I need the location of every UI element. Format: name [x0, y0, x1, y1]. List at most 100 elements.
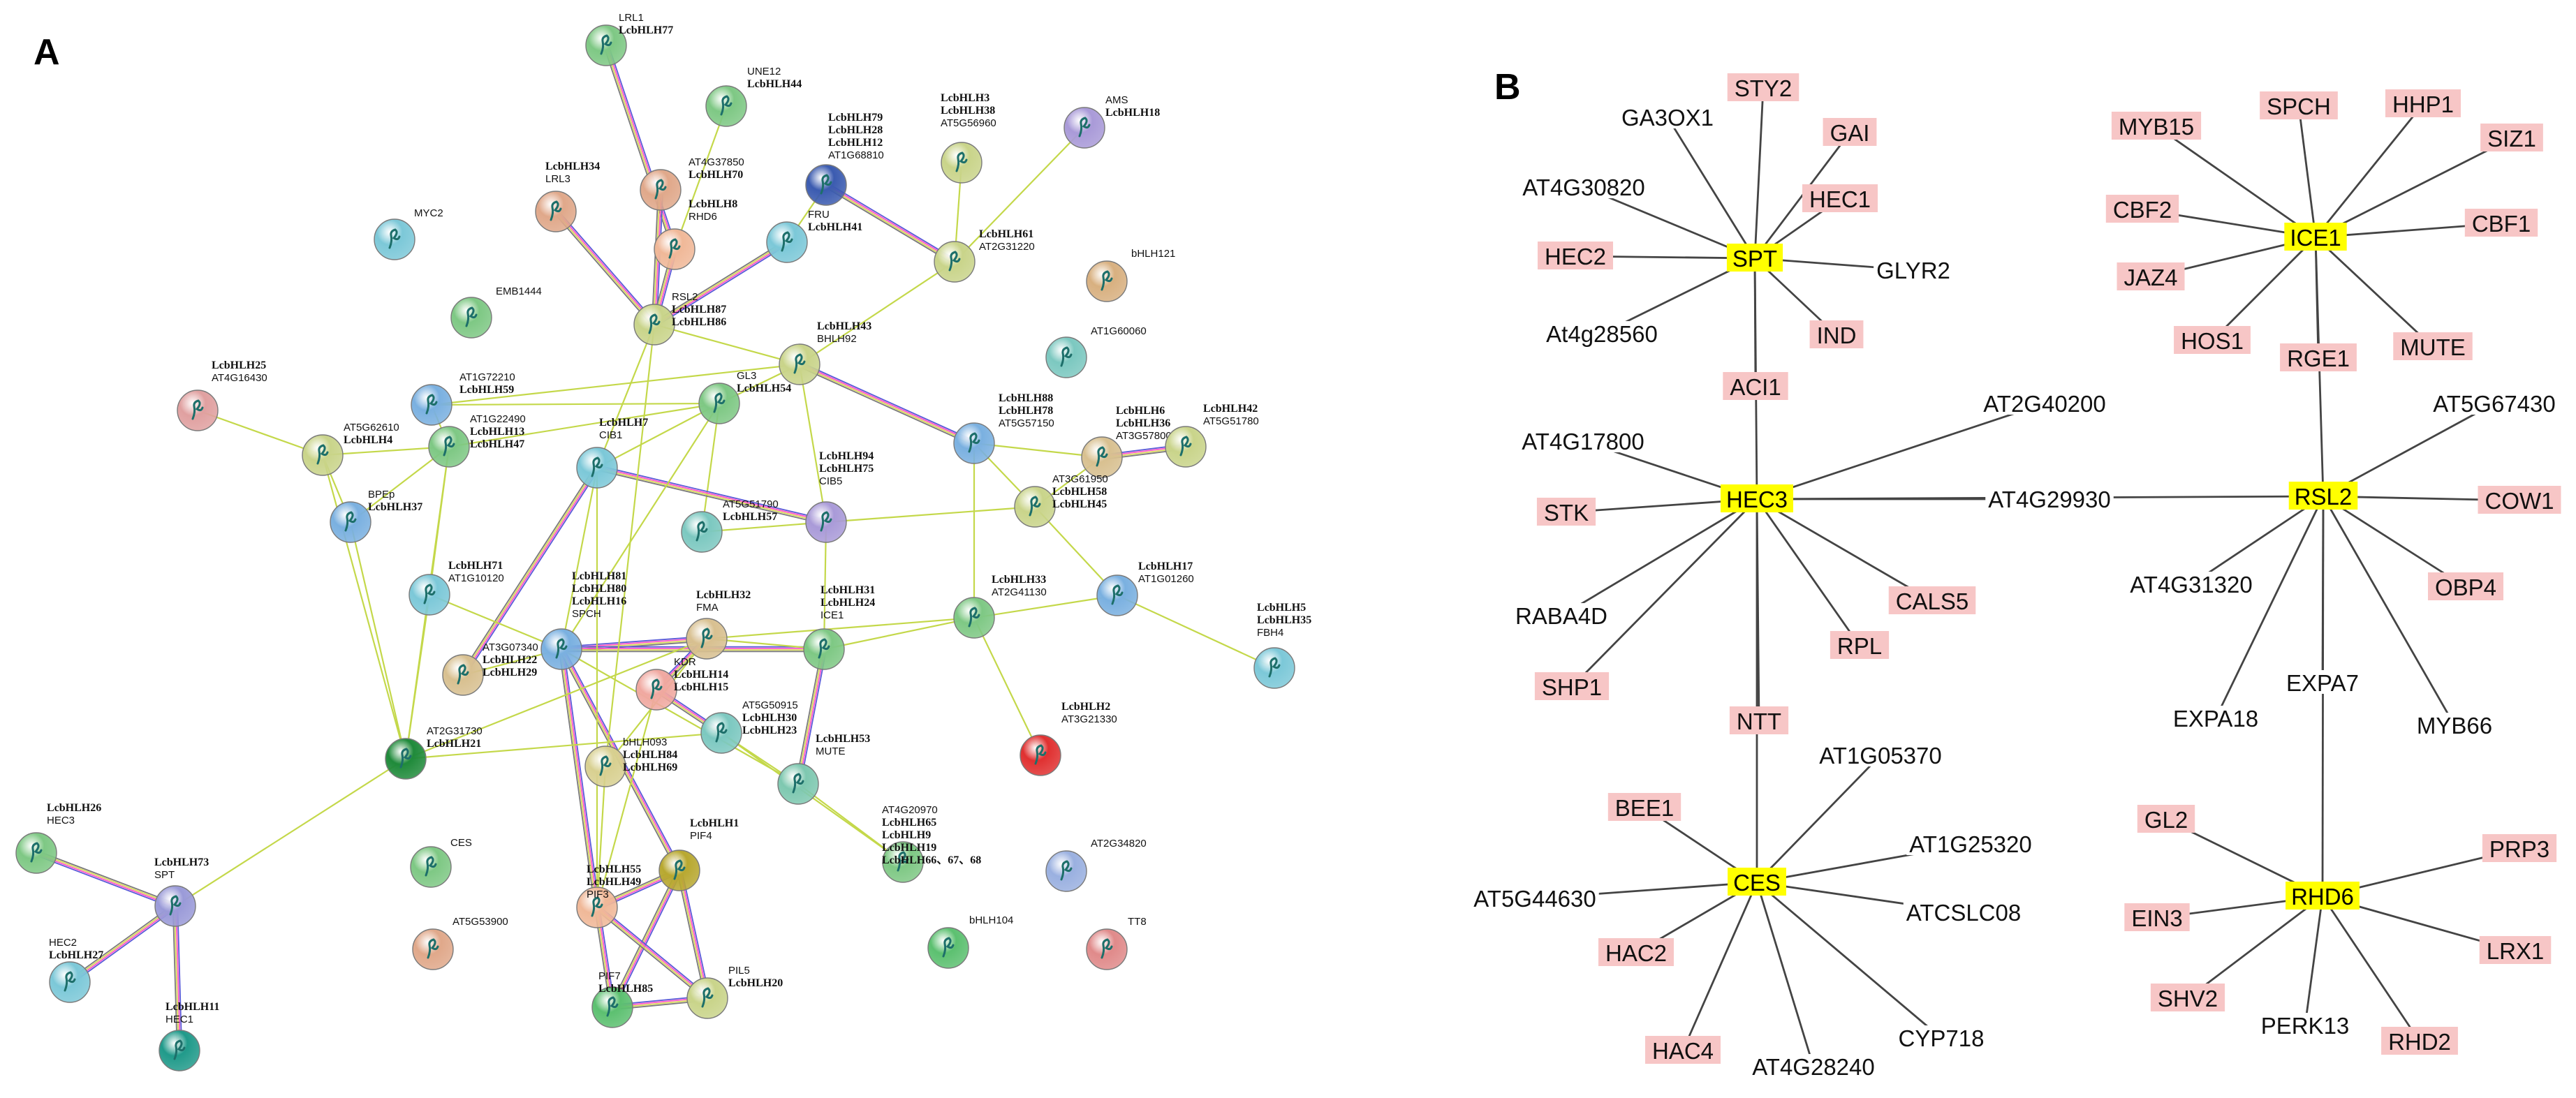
gene-node-at4g28240[interactable]: AT4G28240: [1749, 1054, 1878, 1080]
gene-node-bee1[interactable]: BEE1: [1607, 793, 1681, 821]
gene-node-lrx1[interactable]: LRX1: [2479, 936, 2552, 964]
gene-node-cals5[interactable]: CALS5: [1888, 586, 1976, 614]
gene-node-hec2[interactable]: HEC2: [1537, 242, 1614, 269]
gene-node-at1g25320[interactable]: AT1G25320: [1906, 831, 2035, 857]
gene-node-cbf2[interactable]: CBF2: [2105, 195, 2179, 223]
protein-node-tt8[interactable]: TT8: [1086, 916, 1147, 970]
protein-node-myc2[interactable]: MYC2: [374, 207, 443, 260]
gene-node-siz1[interactable]: SIZ1: [2480, 124, 2543, 151]
gene-node-ein3[interactable]: EIN3: [2124, 903, 2190, 931]
gene-node-hac4[interactable]: HAC4: [1644, 1036, 1721, 1064]
gene-node-stk[interactable]: STK: [1536, 498, 1596, 526]
gene-node-at2g40200[interactable]: AT2G40200: [1980, 391, 2109, 417]
gene-node-shv2[interactable]: SHV2: [2150, 984, 2225, 1011]
protein-node-bhlh104[interactable]: bHLH104: [927, 914, 1013, 969]
hub-node-hec3[interactable]: HEC3: [1720, 484, 1794, 512]
gene-node-myb15[interactable]: MYB15: [2111, 112, 2202, 140]
protein-node-at1g60060[interactable]: AT1G60060: [1045, 325, 1147, 378]
gene-node-expa7[interactable]: EXPA7: [2283, 670, 2362, 696]
gene-node-rhd2[interactable]: RHD2: [2381, 1027, 2458, 1055]
gene-node-rpl[interactable]: RPL: [1830, 631, 1890, 659]
gene-node-aci1[interactable]: ACI1: [1723, 372, 1788, 400]
gene-node-obp4[interactable]: OBP4: [2427, 572, 2504, 600]
gene-node-mute[interactable]: MUTE: [2393, 332, 2473, 360]
protein-node-bhlh121[interactable]: bHLH121: [1086, 248, 1175, 302]
gene-node-spch[interactable]: SPCH: [2260, 91, 2338, 119]
protein-node-at4g20970[interactable]: AT4G20970LcbHLH65LcbHLH9LcbHLH19LcbHLH66…: [882, 804, 981, 883]
gene-node-cyp718[interactable]: CYP718: [1895, 1025, 1987, 1051]
gene-node-cow1[interactable]: COW1: [2478, 486, 2561, 514]
protein-node-at5g53900[interactable]: AT5G53900: [412, 916, 508, 970]
protein-node-emb1444[interactable]: EMB1444: [450, 285, 542, 339]
hub-node-ces[interactable]: CES: [1728, 868, 1786, 896]
protein-node-ces[interactable]: CES: [410, 837, 472, 888]
gene-node-hhp1[interactable]: HHP1: [2385, 89, 2461, 117]
gene-node-at4g30820[interactable]: AT4G30820: [1519, 175, 1648, 200]
gene-node-at4g17800[interactable]: AT4G17800: [1519, 429, 1647, 454]
gene-node-at5g44630[interactable]: AT5G44630: [1471, 886, 1599, 912]
gene-node-rge1[interactable]: RGE1: [2280, 343, 2357, 371]
gene-node-ntt[interactable]: NTT: [1729, 706, 1789, 734]
gene-node-hos1[interactable]: HOS1: [2174, 326, 2251, 354]
gene-node-ga3ox1[interactable]: GA3OX1: [1618, 105, 1717, 131]
gene-node-hac2[interactable]: HAC2: [1598, 938, 1675, 966]
gene-node-myb66[interactable]: MYB66: [2413, 713, 2496, 739]
gene-node-expa18[interactable]: EXPA18: [2170, 706, 2262, 732]
hub-node-spt[interactable]: SPT: [1726, 244, 1783, 272]
gene-node-gai[interactable]: GAI: [1823, 118, 1877, 146]
gene-node-at4g31320[interactable]: AT4G31320: [2127, 572, 2255, 598]
protein-node-at2g34820[interactable]: AT2G34820: [1045, 838, 1147, 892]
hub-node-rsl2[interactable]: RSL2: [2288, 482, 2358, 510]
gene-node-at5g67430[interactable]: AT5G67430: [2430, 391, 2559, 417]
gene-node-at4g29930[interactable]: AT4G29930: [1985, 487, 2114, 512]
gene-node-glyr2[interactable]: GLYR2: [1874, 258, 1953, 283]
hub-node-ice1[interactable]: ICE1: [2284, 223, 2347, 251]
gene-node-gl2[interactable]: GL2: [2137, 805, 2195, 833]
gene-node-shp1[interactable]: SHP1: [1534, 672, 1610, 700]
gene-node-atcslc08[interactable]: ATCSLC08: [1903, 900, 2024, 926]
gene-node-jaz4[interactable]: JAZ4: [2117, 262, 2185, 290]
hub-node-rhd6[interactable]: RHD6: [2286, 882, 2360, 910]
gene-node-hec1[interactable]: HEC1: [1802, 184, 1878, 212]
gene-node-ind[interactable]: IND: [1809, 320, 1864, 348]
gene-node-sty2[interactable]: STY2: [1727, 73, 1799, 101]
